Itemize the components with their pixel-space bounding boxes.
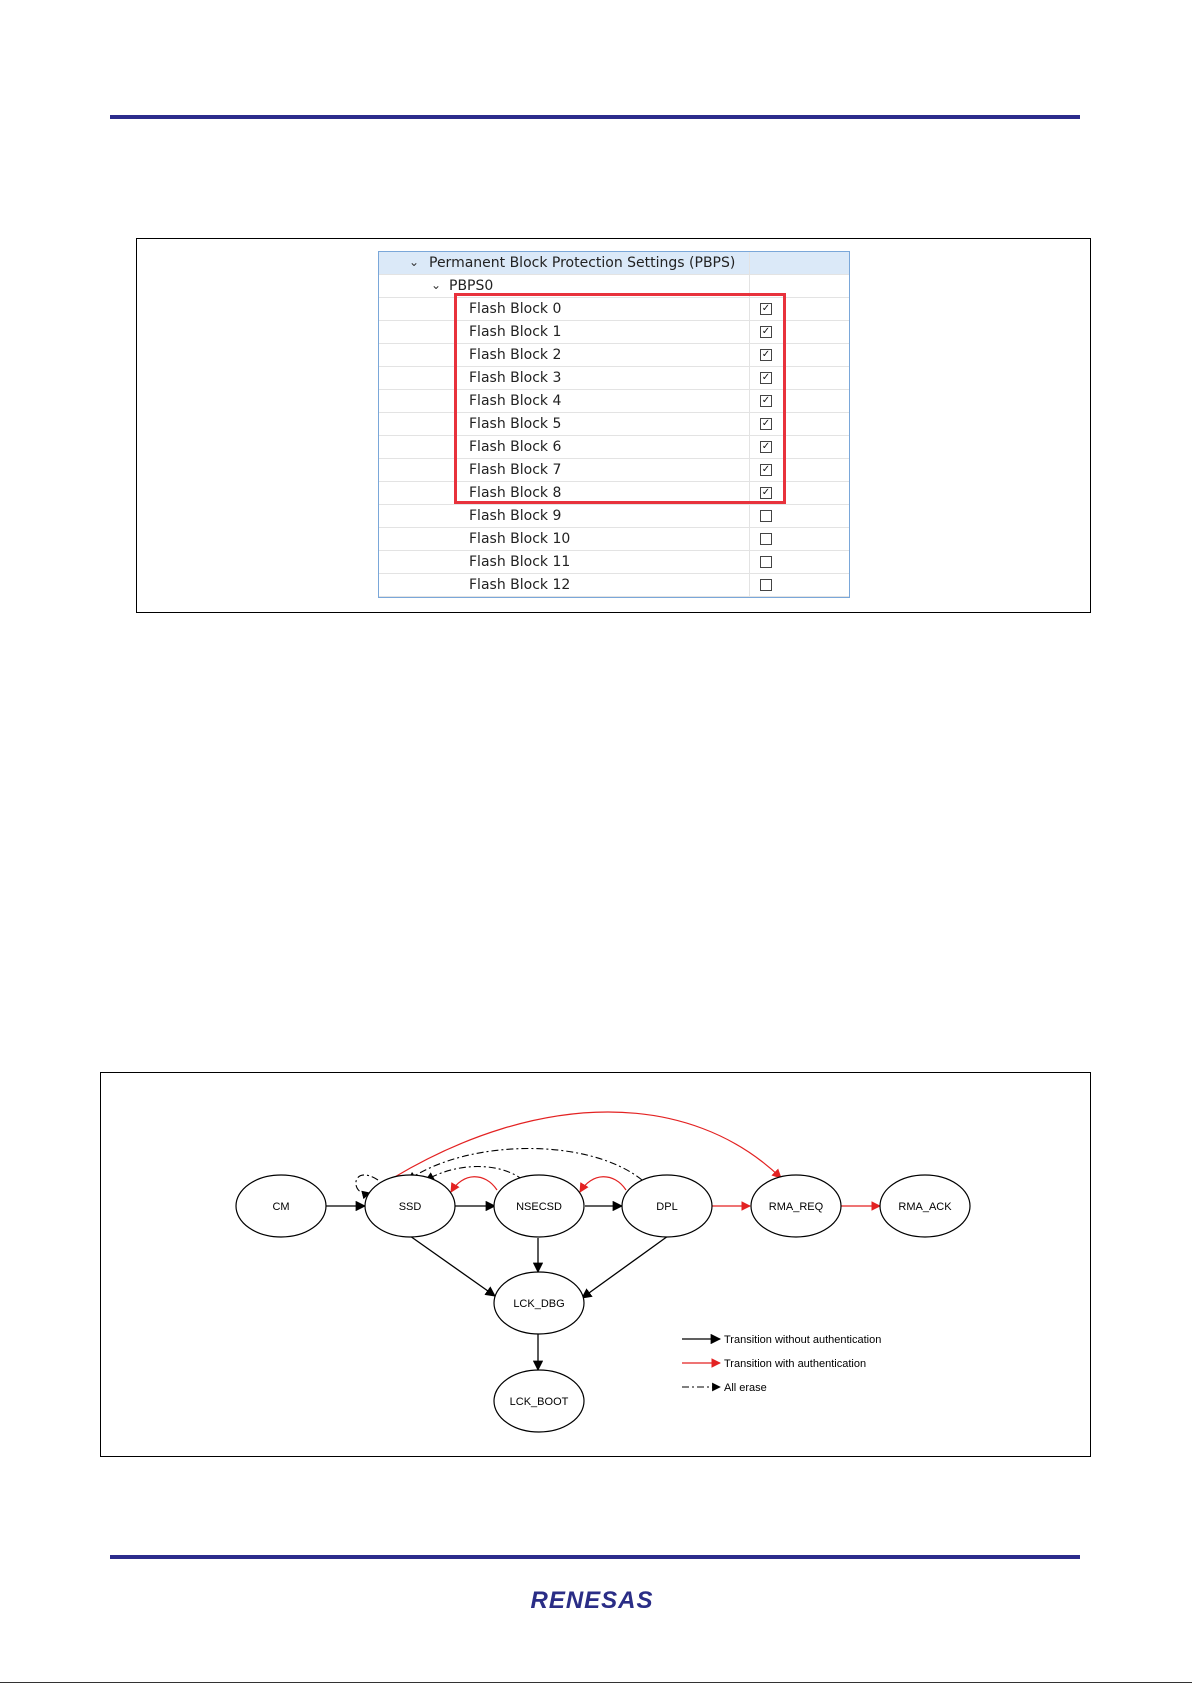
flash-block-checkbox[interactable]: ✓: [760, 349, 772, 361]
flash-block-label: Flash Block 0: [469, 301, 562, 317]
state-ssd: [364, 1174, 456, 1238]
state-cm: [235, 1174, 327, 1238]
edge-ssd-rmareq-auth: [392, 1111, 782, 1179]
flash-block-row: Flash Block 9: [379, 505, 849, 528]
label-nsecsd: NSECSD: [516, 1201, 562, 1213]
flash-block-row: Flash Block 12: [379, 574, 849, 597]
flash-block-row: Flash Block 7 ✓: [379, 459, 849, 482]
flash-block-checkbox[interactable]: ✓: [760, 395, 772, 407]
label-lckdbg: LCK_DBG: [513, 1298, 564, 1310]
diagram-legend: Transition without authentication Transi…: [682, 1333, 881, 1394]
flash-block-label: Flash Block 4: [469, 393, 562, 409]
edge-ssd-self: [355, 1174, 379, 1200]
flash-block-label: Flash Block 3: [469, 370, 562, 386]
flash-block-row: Flash Block 11: [379, 551, 849, 574]
flash-block-row: Flash Block 8 ✓: [379, 482, 849, 505]
flash-block-label: Flash Block 5: [469, 416, 562, 432]
flash-block-label: Flash Block 11: [469, 554, 571, 570]
legend-without-auth: Transition without authentication: [724, 1334, 881, 1346]
tree-group-row[interactable]: ⌄ PBPS0: [379, 275, 849, 298]
flash-block-label: Flash Block 1: [469, 324, 562, 340]
flash-block-row: Flash Block 4 ✓: [379, 390, 849, 413]
chevron-down-icon[interactable]: ⌄: [431, 278, 442, 292]
edge-dpl-lckdbg: [581, 1235, 669, 1299]
label-lckboot: LCK_BOOT: [510, 1396, 569, 1408]
state-lckdbg: [493, 1271, 585, 1335]
flash-block-checkbox[interactable]: ✓: [760, 372, 772, 384]
flash-block-row: Flash Block 0 ✓: [379, 298, 849, 321]
flash-block-checkbox[interactable]: ✓: [760, 464, 772, 476]
transitions-without-auth: [325, 1200, 669, 1372]
flash-block-checkbox[interactable]: ✓: [760, 303, 772, 315]
flash-block-row: Flash Block 3 ✓: [379, 367, 849, 390]
tree-group-label: PBPS0: [449, 278, 494, 294]
flash-block-checkbox[interactable]: ✓: [760, 418, 772, 430]
flash-block-label: Flash Block 12: [469, 577, 571, 593]
page-bottom-line: [0, 1682, 1192, 1683]
state-labels: CM SSD NSECSD DPL RMA_REQ RMA_ACK LCK_DB…: [272, 1201, 952, 1408]
footer-rule: [110, 1555, 1080, 1559]
state-dpl: [621, 1174, 713, 1238]
edge-dpl-nsecsd-auth: [579, 1176, 627, 1193]
label-cm: CM: [272, 1201, 289, 1213]
legend-all-erase: All erase: [724, 1382, 767, 1394]
header-rule: [110, 115, 1080, 119]
chevron-down-icon[interactable]: ⌄: [409, 255, 420, 269]
edge-nsecsd-ssd-auth: [450, 1176, 498, 1193]
flash-block-label: Flash Block 9: [469, 508, 562, 524]
legend-with-auth: Transition with authentication: [724, 1358, 866, 1370]
flash-block-checkbox[interactable]: ✓: [760, 487, 772, 499]
flash-block-label: Flash Block 2: [469, 347, 562, 363]
transitions-with-auth: [392, 1111, 881, 1211]
flash-block-row: Flash Block 6 ✓: [379, 436, 849, 459]
flash-block-row: Flash Block 1 ✓: [379, 321, 849, 344]
flash-block-row: Flash Block 5 ✓: [379, 413, 849, 436]
tree-root-row[interactable]: ⌄ Permanent Block Protection Settings (P…: [379, 252, 849, 275]
flash-block-label: Flash Block 6: [469, 439, 562, 455]
tree-root-label: Permanent Block Protection Settings (PBP…: [429, 255, 736, 271]
label-dpl: DPL: [656, 1201, 677, 1213]
flash-block-label: Flash Block 8: [469, 485, 562, 501]
edge-dpl-ssd-erase: [407, 1148, 643, 1181]
label-rmareq: RMA_REQ: [769, 1201, 824, 1213]
flash-block-checkbox[interactable]: [760, 556, 772, 568]
state-nsecsd: [493, 1174, 585, 1238]
label-rmaack: RMA_ACK: [898, 1201, 952, 1213]
state-nodes: [235, 1174, 971, 1433]
flash-block-checkbox[interactable]: [760, 533, 772, 545]
state-lckboot: [493, 1369, 585, 1433]
state-rmaack: [879, 1174, 971, 1238]
flash-block-label: Flash Block 10: [469, 531, 571, 547]
renesas-logo: RENESAS: [530, 1587, 653, 1614]
transitions-all-erase: [355, 1148, 643, 1200]
lifecycle-figure-frame: [100, 1072, 1091, 1457]
highlight-box: [454, 293, 786, 504]
state-rmareq: [750, 1174, 842, 1238]
flash-block-checkbox[interactable]: ✓: [760, 326, 772, 338]
edge-ssd-lckdbg: [409, 1235, 496, 1297]
flash-block-checkbox[interactable]: ✓: [760, 441, 772, 453]
logo-text: RENESAS: [530, 1587, 653, 1614]
flash-block-row: Flash Block 2 ✓: [379, 344, 849, 367]
edge-nsecsd-ssd-erase: [425, 1166, 524, 1181]
flash-block-row: Flash Block 10: [379, 528, 849, 551]
label-ssd: SSD: [399, 1201, 422, 1213]
flash-block-label: Flash Block 7: [469, 462, 562, 478]
flash-block-checkbox[interactable]: [760, 579, 772, 591]
flash-block-checkbox[interactable]: [760, 510, 772, 522]
